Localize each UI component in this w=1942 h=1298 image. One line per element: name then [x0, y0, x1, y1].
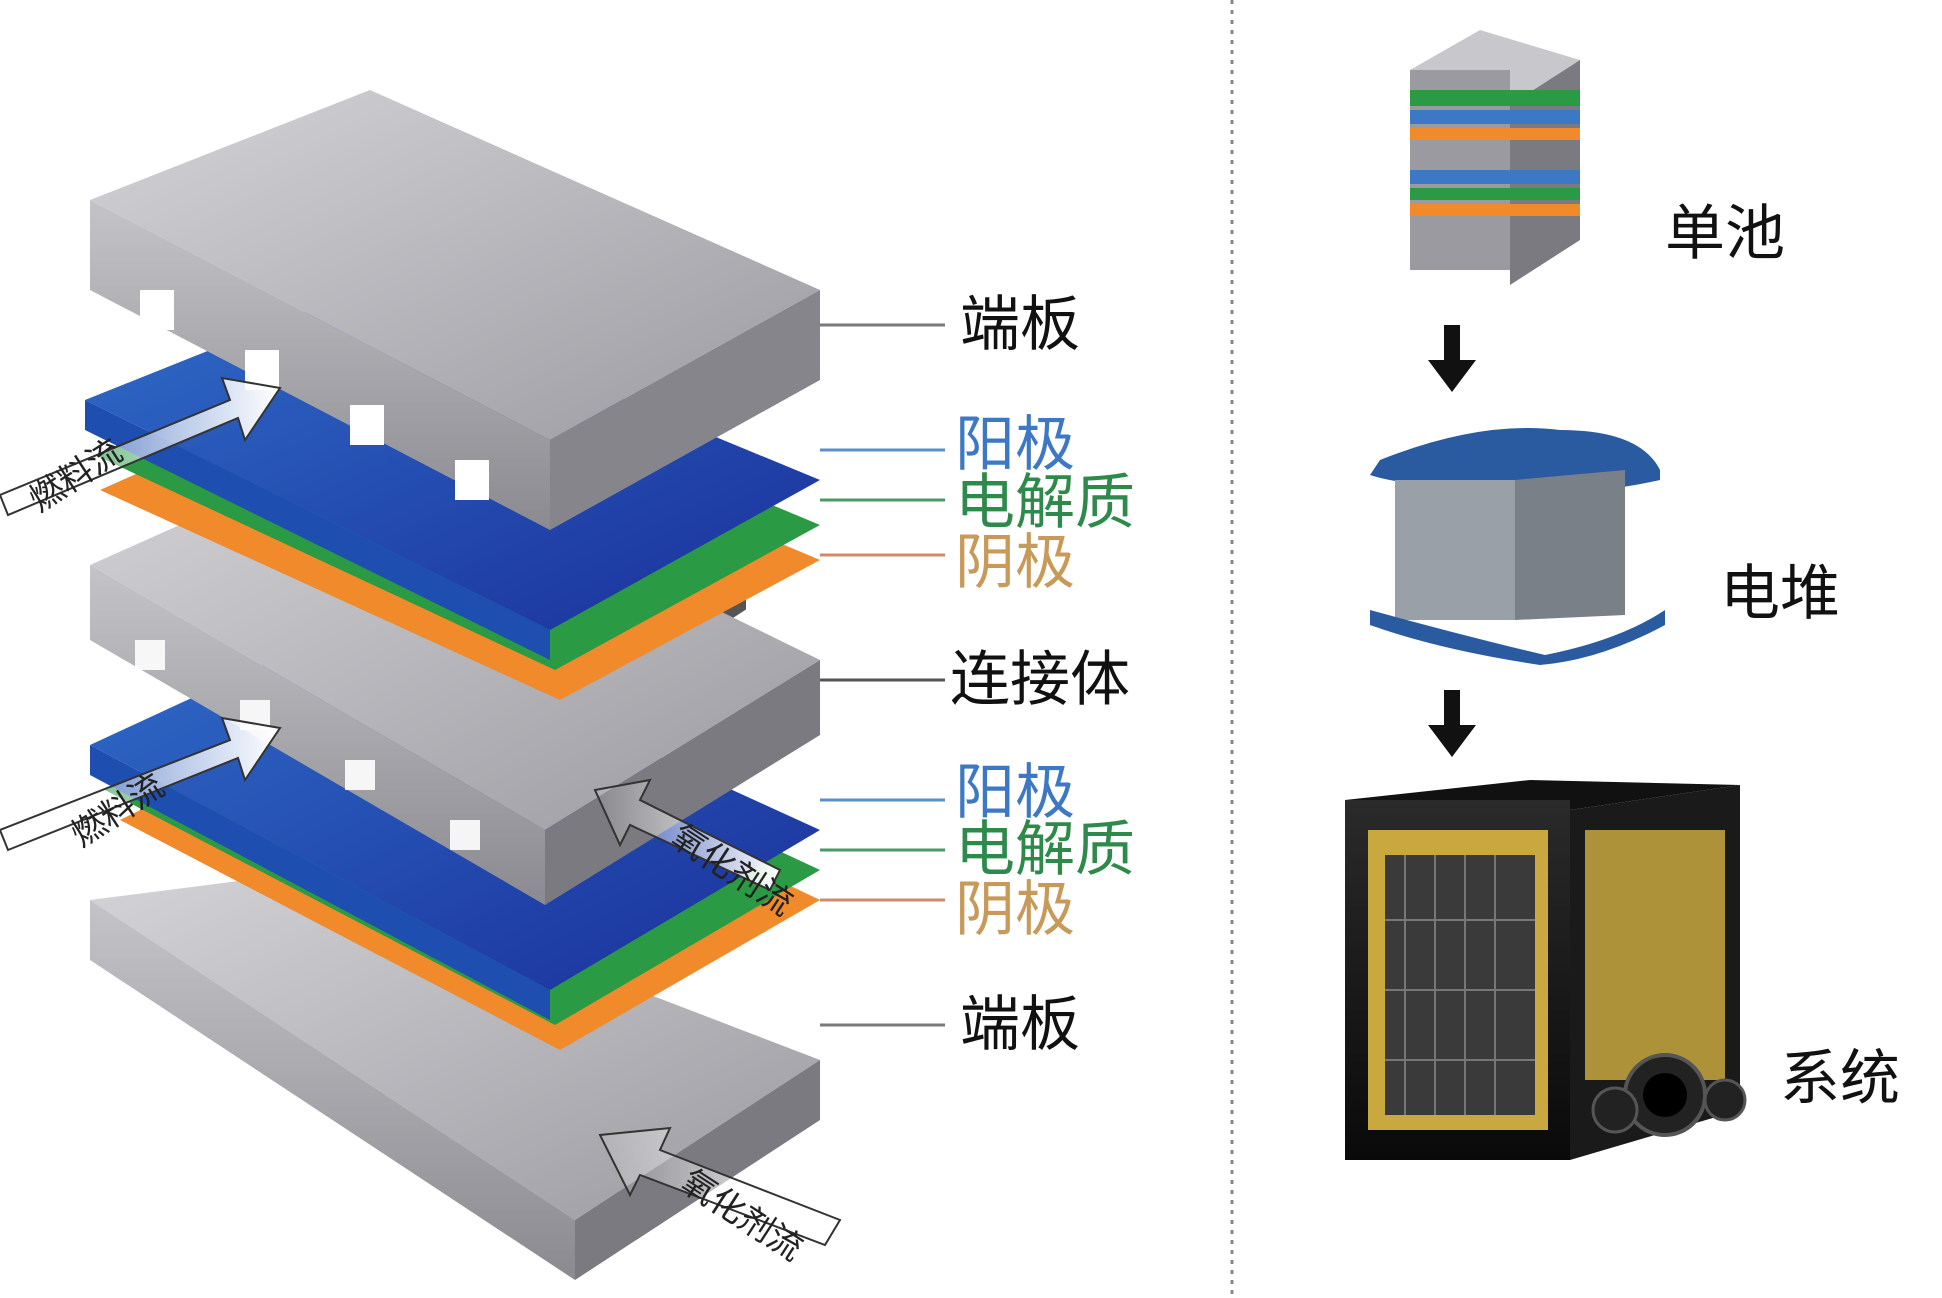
label-anode-1: 阳极: [955, 410, 1075, 480]
label-interconnect: 连接体: [950, 645, 1130, 715]
label-stack: 电堆: [1720, 559, 1840, 629]
label-cathode-1: 阴极: [955, 528, 1075, 598]
label-electrolyte-2: 电解质: [955, 815, 1135, 885]
label-end-plate-bottom: 端板: [960, 990, 1080, 1060]
single-cell-illustration: [1410, 30, 1580, 285]
oxidant-flow-arrow-1: [593, 778, 782, 892]
fuel-flow-arrow-2: [0, 716, 282, 852]
label-end-plate-top: 端板: [960, 290, 1080, 360]
label-anode-2: 阳极: [955, 758, 1075, 828]
stack-illustration: [1370, 428, 1665, 665]
down-arrow-1: [1428, 325, 1476, 392]
label-electrolyte-1: 电解质: [955, 468, 1135, 538]
label-system: 系统: [1780, 1044, 1900, 1114]
oxidant-flow-arrow-2: [598, 1126, 842, 1247]
system-illustration: [1345, 780, 1747, 1160]
end-plate-top: [90, 90, 820, 530]
fuel-flow-arrow-1: [0, 376, 282, 517]
down-arrow-2: [1428, 690, 1476, 757]
label-cathode-2: 阴极: [955, 875, 1075, 945]
label-single-cell: 单池: [1665, 199, 1785, 269]
